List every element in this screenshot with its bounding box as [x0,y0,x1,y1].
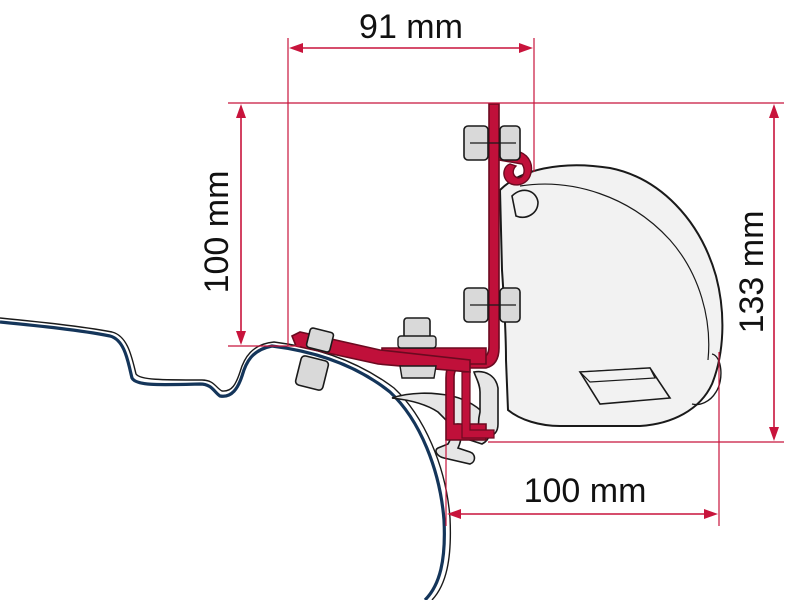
arrow-up-icon [769,104,779,118]
hex-bolt-icon [403,317,431,339]
arrow-left-icon [447,509,461,519]
hex-bolt-icon [305,327,335,353]
dimension-label-right: 133 mm [733,211,771,334]
awning-cassette [498,164,724,427]
dimension-top-width: 91 mm [287,8,535,346]
arrow-up-icon [236,104,246,118]
arrow-down-icon [769,427,779,441]
dimension-label-left: 100 mm [198,171,236,294]
dimension-right-height: 133 mm [488,102,784,443]
bolt-left [294,327,335,391]
bolt-top [463,125,521,161]
cassette-lip [511,189,539,218]
arrow-right-icon [704,509,718,519]
cassette-handle-top [578,367,656,383]
bolt-nut-under [399,365,437,379]
bolt-nut-under [294,355,330,391]
vehicle-roof-profile [0,317,452,600]
bracket-lower-l [461,371,495,439]
dimension-bottom-width: 100 mm [445,352,720,526]
mounting-bracket [290,103,533,441]
bolt-lower [397,317,437,379]
bolt-washer [397,335,437,349]
arrow-left-icon [289,43,303,53]
roof-outline-outer [0,320,446,600]
cassette-inner-curve [519,183,710,361]
roof-outline-inner [0,317,452,600]
bolt-middle [463,287,521,323]
arrow-down-icon [236,331,246,345]
dimension-label-bottom: 100 mm [524,472,647,510]
gutter-rail [391,370,499,465]
arrow-right-icon [519,43,533,53]
cassette-body [498,164,724,427]
dimension-label-top: 91 mm [359,8,463,46]
dimension-left-height: 100 mm [198,102,498,347]
